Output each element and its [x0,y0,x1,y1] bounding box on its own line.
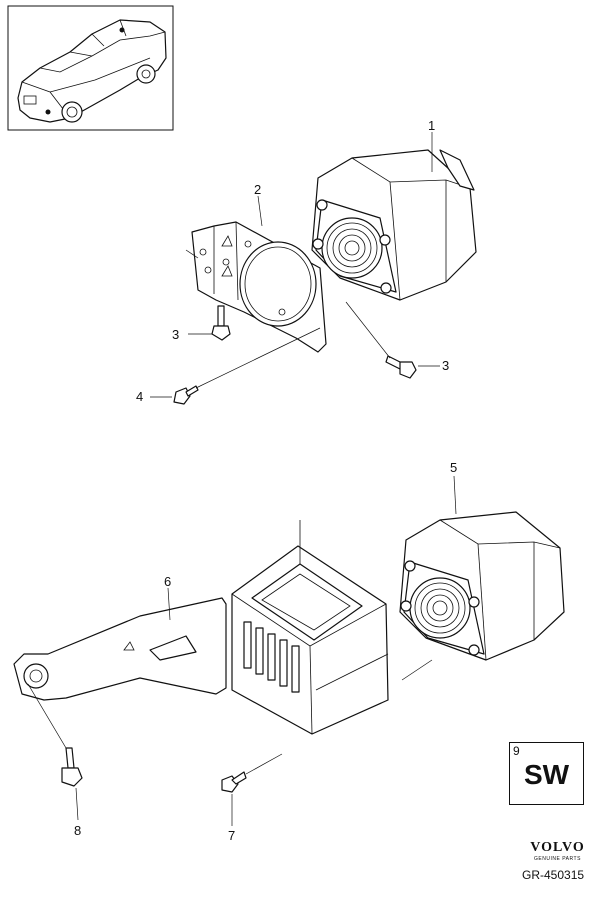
callout-7: 7 [228,828,235,843]
diagram-reference: GR-450315 [522,868,585,882]
sw-badge: 9 SW [509,742,584,805]
sw-badge-text: SW [523,759,570,790]
speaker-housing-icon [13,520,389,735]
callout-1: 1 [428,118,435,133]
callout-8: 8 [74,823,81,838]
callout-6: 6 [164,574,171,589]
bolt-icon [221,771,247,793]
callout-3a: 3 [172,327,179,342]
speaker-unit-icon [311,149,477,301]
sw-badge-number: 9 [513,744,520,758]
bolt-icon [211,305,417,379]
brand-logo: VOLVO [530,840,585,855]
callout-2: 2 [254,182,261,197]
callout-4: 4 [136,389,143,404]
callout-3b: 3 [442,358,449,373]
speaker-unit-icon [399,511,565,661]
bolt-icon [61,747,83,787]
callout-5: 5 [450,460,457,475]
mounting-bracket-icon [185,221,327,353]
brand-tagline: GENUINE PARTS [534,856,581,862]
bolt-icon [173,385,199,405]
car-thumbnail-icon [7,5,174,131]
housing-vents [243,621,300,693]
